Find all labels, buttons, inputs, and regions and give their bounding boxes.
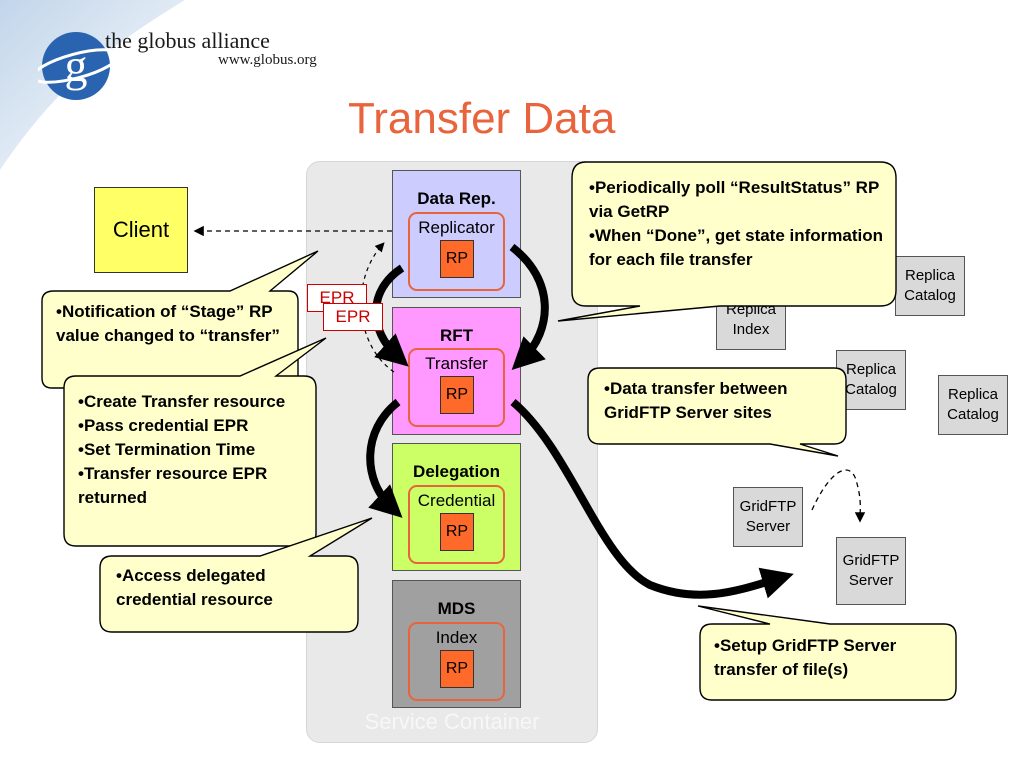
transfer-rp: RP	[440, 376, 474, 414]
create-item: •Set Termination Time	[78, 440, 256, 459]
epr-tag-front: EPR	[323, 303, 383, 331]
logo-title: the globus alliance	[105, 28, 270, 53]
replicator-rp: RP	[440, 240, 474, 278]
slide-title: Transfer Data	[348, 94, 616, 143]
credential-resource: Credential	[408, 485, 505, 564]
swoosh-shape	[0, 0, 185, 170]
replica-catalog-box: Replica Catalog	[938, 375, 1008, 435]
mds-service: MDS	[392, 580, 521, 708]
rft-service: RFT	[392, 307, 521, 435]
mds-title: MDS	[437, 599, 476, 618]
notification-callout-text: •Notification of “Stage” RP value change…	[56, 302, 280, 345]
delegation-title: Delegation	[413, 462, 500, 481]
transfer-label: Transfer	[425, 354, 488, 373]
create-callout-text: •Create Transfer resource •Pass credenti…	[78, 390, 306, 510]
logo-url: www.globus.org	[218, 52, 317, 68]
gridftp-server-box: GridFTP Server	[836, 537, 906, 605]
replicator-label: Replicator	[418, 218, 495, 237]
access-callout-text: •Access delegated credential resource	[116, 566, 273, 609]
data-transfer-callout-bg	[587, 367, 847, 457]
setup-callout-text: •Setup GridFTP Server transfer of file(s…	[714, 636, 897, 679]
service-container-label: Service Container	[364, 709, 540, 734]
gridftp-data-transfer-arrow	[811, 469, 866, 523]
data-rep-title: Data Rep.	[417, 189, 496, 208]
poll-callout-bg	[557, 161, 897, 322]
index-resource: Index	[408, 622, 505, 701]
create-item: •Transfer resource EPR returned	[78, 464, 268, 507]
replica-catalog-box: Replica Catalog	[895, 256, 965, 316]
create-item: •Create Transfer resource	[78, 392, 286, 411]
data-transfer-callout-text: •Data transfer between GridFTP Server si…	[604, 379, 788, 422]
transfer-to-gridftp-arrow	[510, 398, 794, 599]
credential-rp: RP	[440, 513, 474, 551]
poll-callout-text: •Periodically poll “ResultStatus” RP via…	[589, 176, 885, 272]
logo-letter: g	[65, 40, 88, 91]
poll-transfer-arrow	[509, 243, 549, 371]
gridftp-server-box: GridFTP Server	[733, 487, 803, 547]
poll-item: •When “Done”, get state information for …	[589, 226, 884, 269]
client-box: Client	[94, 187, 188, 273]
poll-item: •Periodically poll “ResultStatus” RP via…	[589, 178, 879, 221]
index-rp: RP	[440, 650, 474, 688]
replica-catalog-box: Replica Catalog	[836, 350, 906, 410]
replicator-resource: Replicator	[408, 212, 505, 291]
access-callout-bg	[99, 517, 373, 633]
transfer-to-credential-arrow	[366, 398, 403, 518]
rft-title: RFT	[439, 326, 474, 345]
transfer-resource: Transfer	[408, 348, 505, 427]
create-item: •Pass credential EPR	[78, 416, 249, 435]
index-label: Index	[435, 628, 478, 647]
credential-label: Credential	[417, 491, 496, 510]
setup-callout-bg	[697, 605, 957, 701]
